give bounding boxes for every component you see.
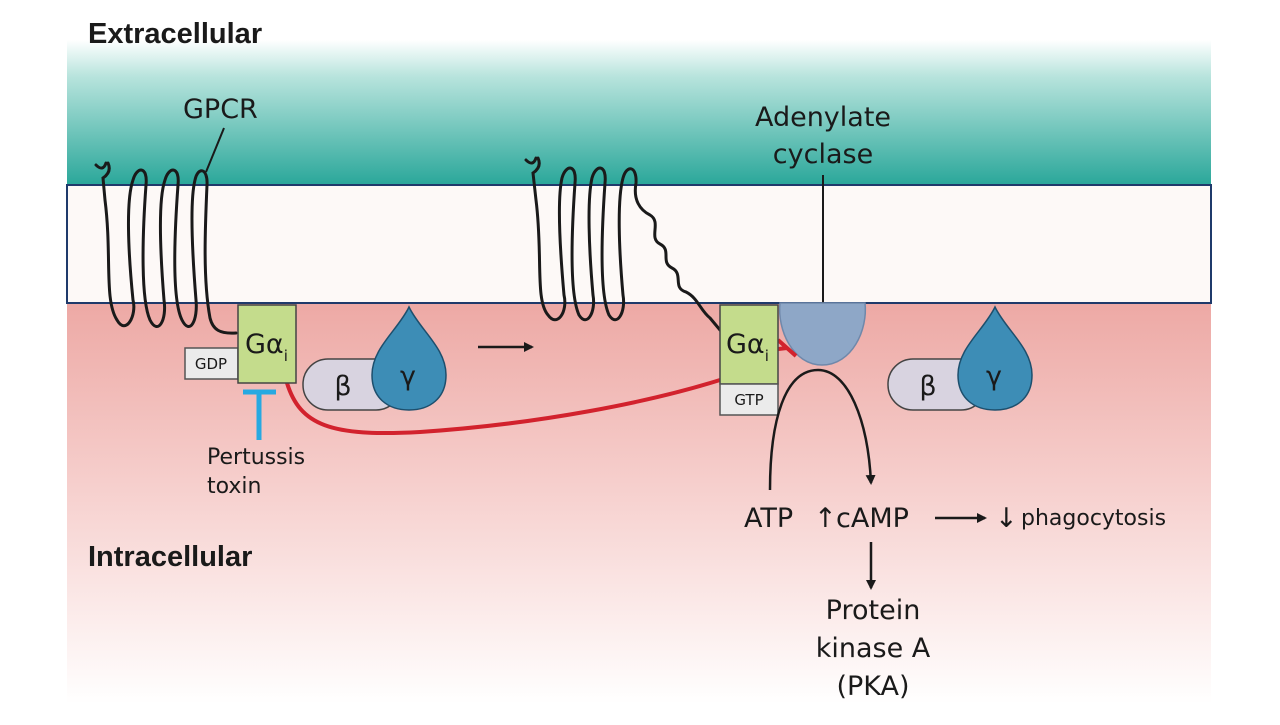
pertussis-toxin-label-line2: toxin xyxy=(207,474,261,499)
extracellular-region xyxy=(67,40,1211,185)
galpha-i-inactive xyxy=(237,304,297,384)
galpha-i-active-label: Gαi xyxy=(726,329,769,365)
intracellular-label: Intracellular xyxy=(88,541,252,573)
beta-inactive-label: β xyxy=(334,371,351,402)
gamma-subunit-freed xyxy=(957,305,1033,411)
gpcr-receptor-active xyxy=(524,156,722,332)
galpha-i-active xyxy=(719,304,779,385)
gamma-subunit-inactive xyxy=(371,305,447,411)
beta-freed-label: β xyxy=(919,371,936,402)
gtp-label: GTP xyxy=(734,391,763,409)
gdp-box xyxy=(184,347,239,380)
gpcr-label: GPCR xyxy=(183,94,258,125)
adenylate-cyclase-label-line1: Adenylate xyxy=(755,102,891,133)
gamma-inactive-label: γ xyxy=(400,361,416,392)
pka-label-line3: (PKA) xyxy=(836,671,909,702)
phagocytosis-decrease-arrow: ↓ xyxy=(995,503,1018,534)
atp-label: ATP xyxy=(744,503,793,534)
pka-label-line1: Protein xyxy=(826,595,921,626)
gdp-label: GDP xyxy=(195,355,227,373)
atp-to-camp-arc xyxy=(768,368,876,491)
gamma-freed-label: γ xyxy=(986,361,1002,392)
pertussis-toxin-label-line1: Pertussis xyxy=(207,445,305,470)
pka-label-line2: kinase A xyxy=(816,633,931,664)
adenylate-cyclase-label-line2: cyclase xyxy=(773,139,873,170)
camp-increase-arrow: ↑ xyxy=(814,503,837,534)
camp-label: cAMP xyxy=(836,503,909,534)
phagocytosis-label: phagocytosis xyxy=(1021,506,1166,531)
adenylate-cyclase-body xyxy=(778,302,867,366)
gpcr-leader-line xyxy=(205,127,225,173)
gtp-box xyxy=(719,383,779,416)
gpcr-receptor-inactive xyxy=(94,161,238,335)
extracellular-label: Extracellular xyxy=(88,18,262,50)
gai-inhibition-line xyxy=(285,378,721,436)
galpha-i-inactive-label: Gαi xyxy=(245,329,288,365)
